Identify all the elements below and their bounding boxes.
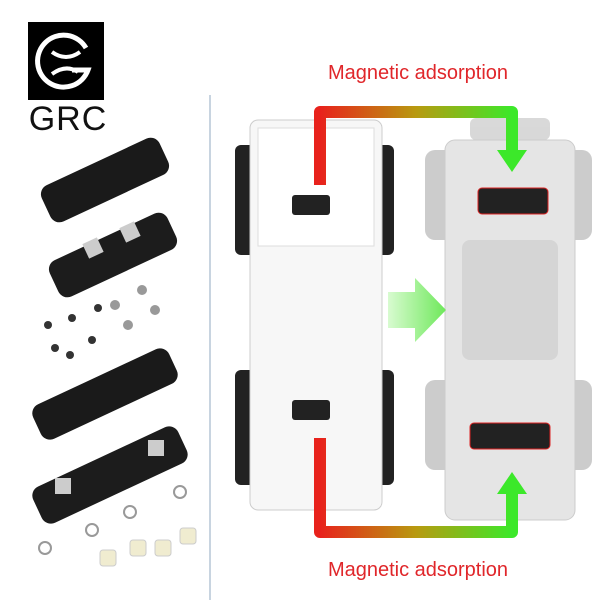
g-logo-icon	[35, 32, 92, 90]
bottom-arrow-icon	[314, 438, 518, 538]
chassis-mount-front	[477, 187, 549, 215]
car-chassis	[425, 118, 592, 521]
top-arrow-icon	[314, 106, 518, 185]
car-body	[235, 119, 394, 511]
brand-name: GRC	[28, 100, 108, 138]
caption-top: Magnetic adsorption	[327, 62, 509, 84]
parts-illustration	[32, 137, 197, 567]
caption-bottom: Magnetic adsorption	[327, 559, 509, 581]
chassis-mount-rear	[469, 422, 551, 450]
center-arrow-icon	[388, 278, 446, 342]
brand-logo	[28, 22, 104, 100]
